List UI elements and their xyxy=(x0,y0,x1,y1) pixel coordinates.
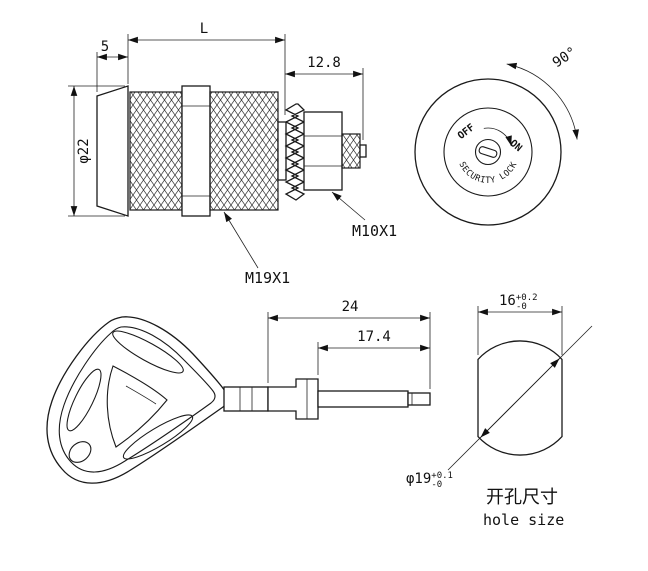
hole-caption-zh: 开孔尺寸 xyxy=(486,487,558,508)
dim-stud-length-text: 12.8 xyxy=(307,55,341,71)
side-view: 5 L 12.8 φ22 M19X1 M10X1 xyxy=(68,21,397,287)
key-head-inner xyxy=(58,326,216,473)
key-shaft-collar xyxy=(267,378,319,420)
key-shaft-hub xyxy=(223,386,269,412)
dim-shaft-partial: 17.4 xyxy=(317,329,430,375)
label-stud-thread-text: M10X1 xyxy=(352,222,397,240)
key-center-accent xyxy=(125,385,157,405)
key-cutout-left xyxy=(66,368,102,432)
hex-nut xyxy=(303,111,343,191)
body-flange xyxy=(181,85,211,217)
face-inner-circle xyxy=(443,107,533,197)
lock-head xyxy=(96,85,129,217)
dim-head-diameter: φ22 xyxy=(68,85,125,217)
thread-band-1 xyxy=(129,91,183,211)
face-outer-circle xyxy=(414,78,562,226)
dim-hole-diameter: φ19+0.1-0 xyxy=(406,325,593,490)
dim-thread-length-text: L xyxy=(200,21,208,37)
neck xyxy=(277,121,287,181)
key-tip xyxy=(407,392,431,406)
dim-head-thickness-text: 5 xyxy=(101,39,109,55)
lock-washer xyxy=(284,103,306,201)
front-view: OFF ON SECURITY LOCK 90° xyxy=(414,44,580,226)
stud-thread xyxy=(341,133,361,169)
dim-shaft-total: 24 xyxy=(267,299,431,389)
dim-stud-length: 12.8 xyxy=(285,55,364,140)
label-body-thread: M19X1 xyxy=(223,211,290,287)
key-view: 24 17.4 xyxy=(46,299,431,484)
label-body-thread-text: M19X1 xyxy=(245,269,290,287)
dim-hole-diameter-text: φ19+0.1-0 xyxy=(406,471,453,490)
thread-band-2 xyxy=(209,91,279,211)
keyway xyxy=(474,138,502,166)
dim-shaft-partial-text: 17.4 xyxy=(357,329,391,345)
key-center-panel xyxy=(106,365,168,448)
dim-head-diameter-text: φ22 xyxy=(76,138,92,163)
dim-rotation-angle-text: 90° xyxy=(550,44,580,71)
hole-view: φ19+0.1-0 16+0.2-0 开孔尺寸 hole size xyxy=(406,293,593,529)
dim-hole-width-text: 16+0.2-0 xyxy=(499,293,538,312)
key-cutout-top xyxy=(112,330,184,374)
label-stud-thread: M10X1 xyxy=(331,191,397,240)
key-cutout-bottom xyxy=(122,414,194,460)
rotation-indicator-arrow xyxy=(483,127,512,146)
stud-tip xyxy=(359,144,367,158)
dim-hole-width: 16+0.2-0 xyxy=(477,293,563,355)
dim-head-thickness: 5 xyxy=(96,34,129,92)
dim-shaft-total-text: 24 xyxy=(342,299,359,315)
key-shaft xyxy=(317,390,409,408)
hole-caption-en: hole size xyxy=(483,511,564,529)
key-cutout-small xyxy=(68,441,92,463)
